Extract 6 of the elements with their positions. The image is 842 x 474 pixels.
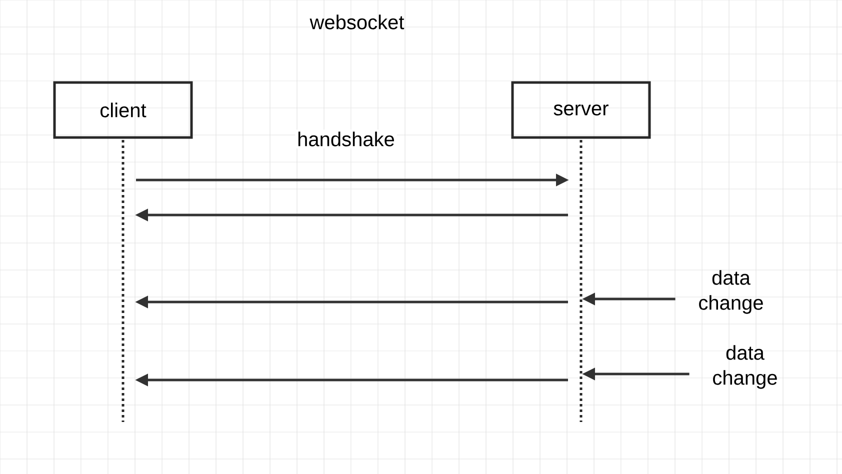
participant-box: server (511, 81, 651, 139)
edge-label: handshake (295, 130, 397, 148)
note-text: data change (699, 270, 763, 314)
participant-box: client (53, 81, 193, 139)
title: websocket (310, 14, 404, 30)
note-text: data change (713, 345, 777, 389)
